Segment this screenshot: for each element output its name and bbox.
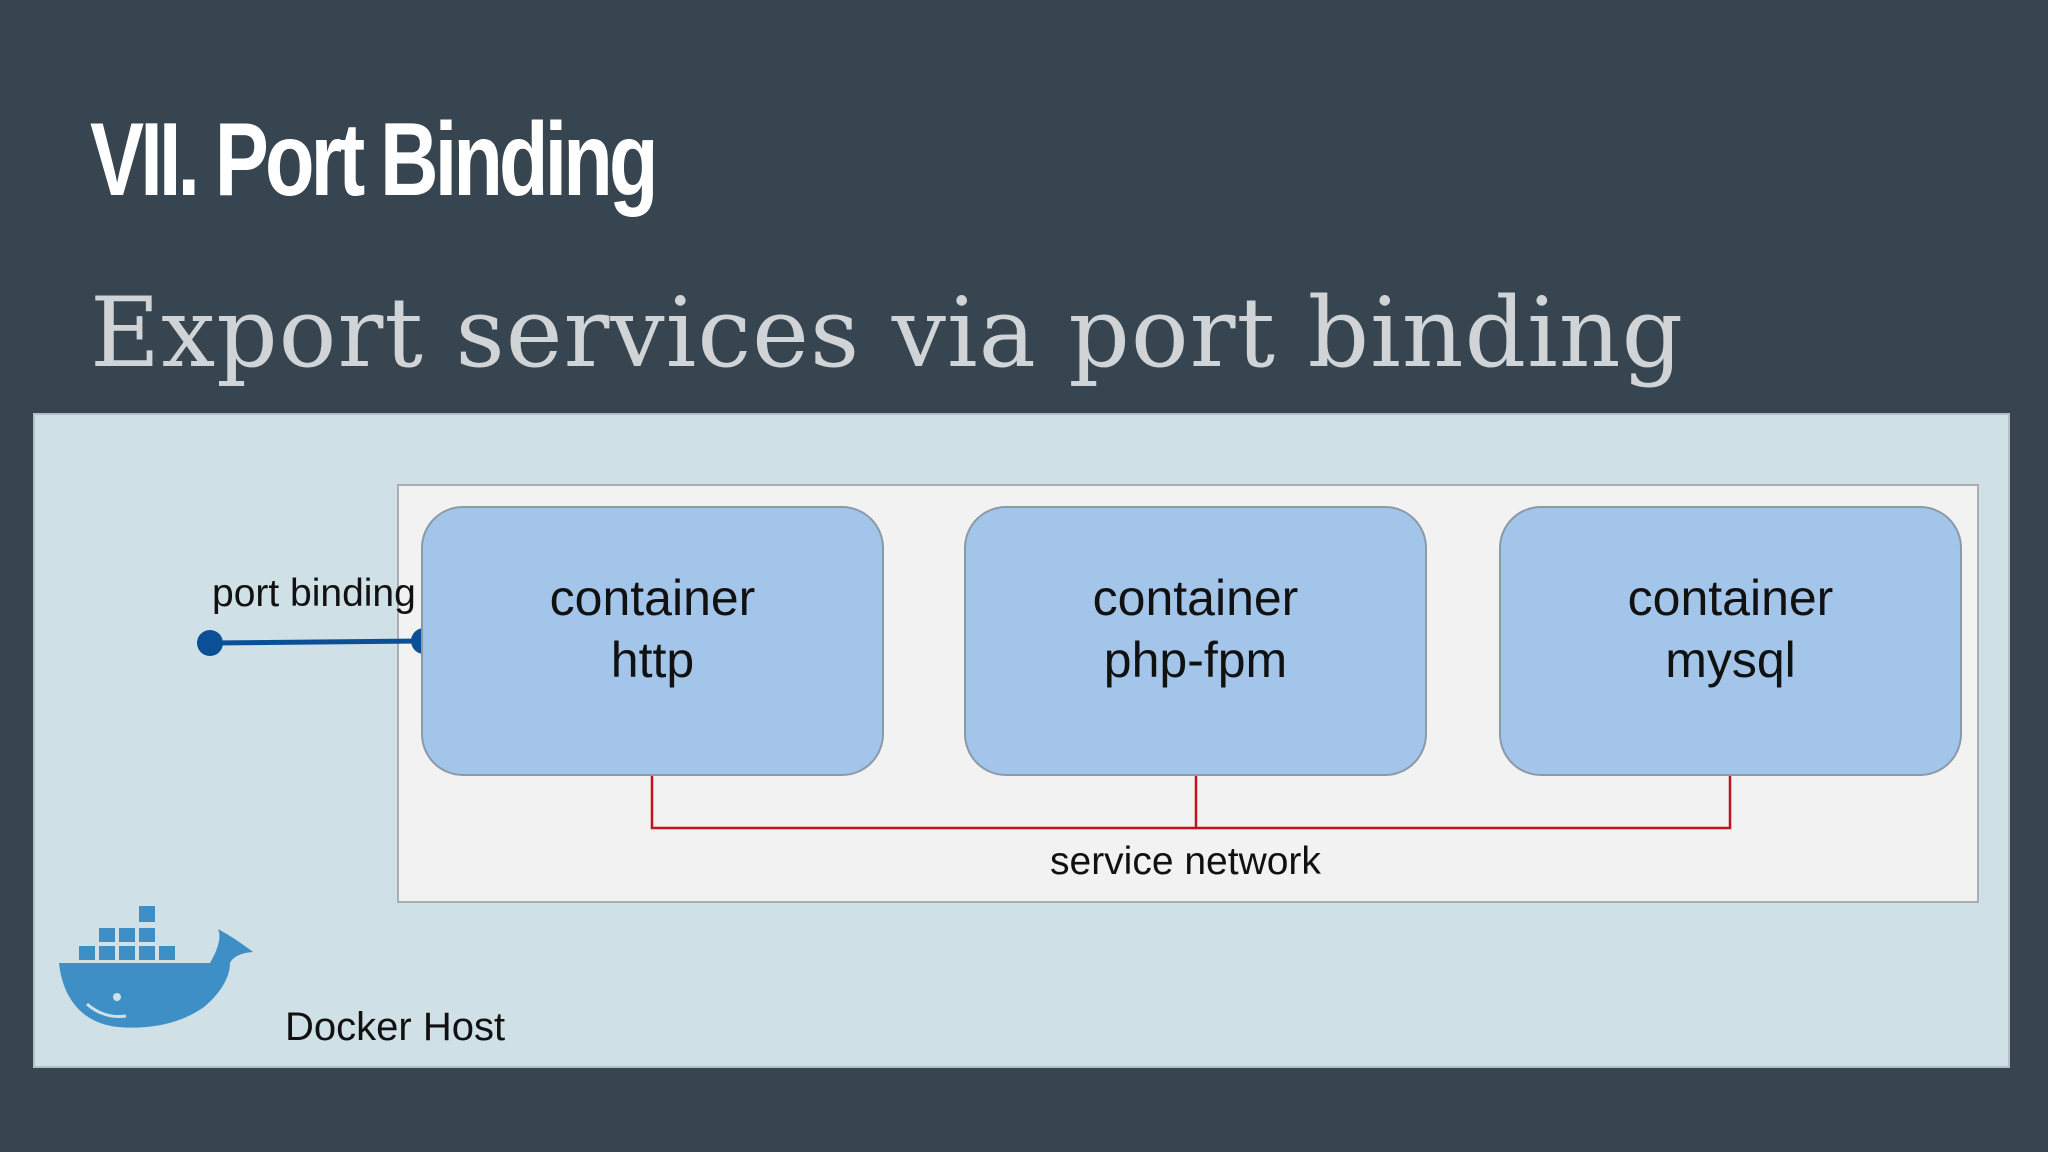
- container-http[interactable]: container http: [421, 506, 884, 776]
- network-line-mysql: [1196, 776, 1732, 830]
- port-binding-connector: [197, 628, 437, 656]
- slide-title: VII. Port Binding: [90, 102, 658, 218]
- container-php-fpm[interactable]: container php-fpm: [964, 506, 1427, 776]
- container-mysql-name: mysql: [1665, 632, 1796, 688]
- docker-whale-icon: [59, 906, 253, 1028]
- container-php-fpm-label: container: [1092, 570, 1299, 626]
- port-binding-outer-endpoint: [197, 630, 223, 656]
- port-binding-label: port binding: [212, 572, 416, 615]
- container-mysql-label: container: [1627, 570, 1834, 626]
- container-mysql[interactable]: container mysql: [1499, 506, 1962, 776]
- slide-subtitle: Export services via port binding: [90, 277, 1685, 389]
- container-php-fpm-name: php-fpm: [1103, 632, 1288, 688]
- service-network-label: service network: [1050, 840, 1321, 883]
- container-http-name: http: [610, 632, 695, 688]
- docker-host-label: Docker Host: [285, 1005, 506, 1049]
- service-network-lines: [650, 776, 1732, 830]
- network-line-http: [650, 776, 1198, 830]
- container-http-label: container: [549, 570, 756, 626]
